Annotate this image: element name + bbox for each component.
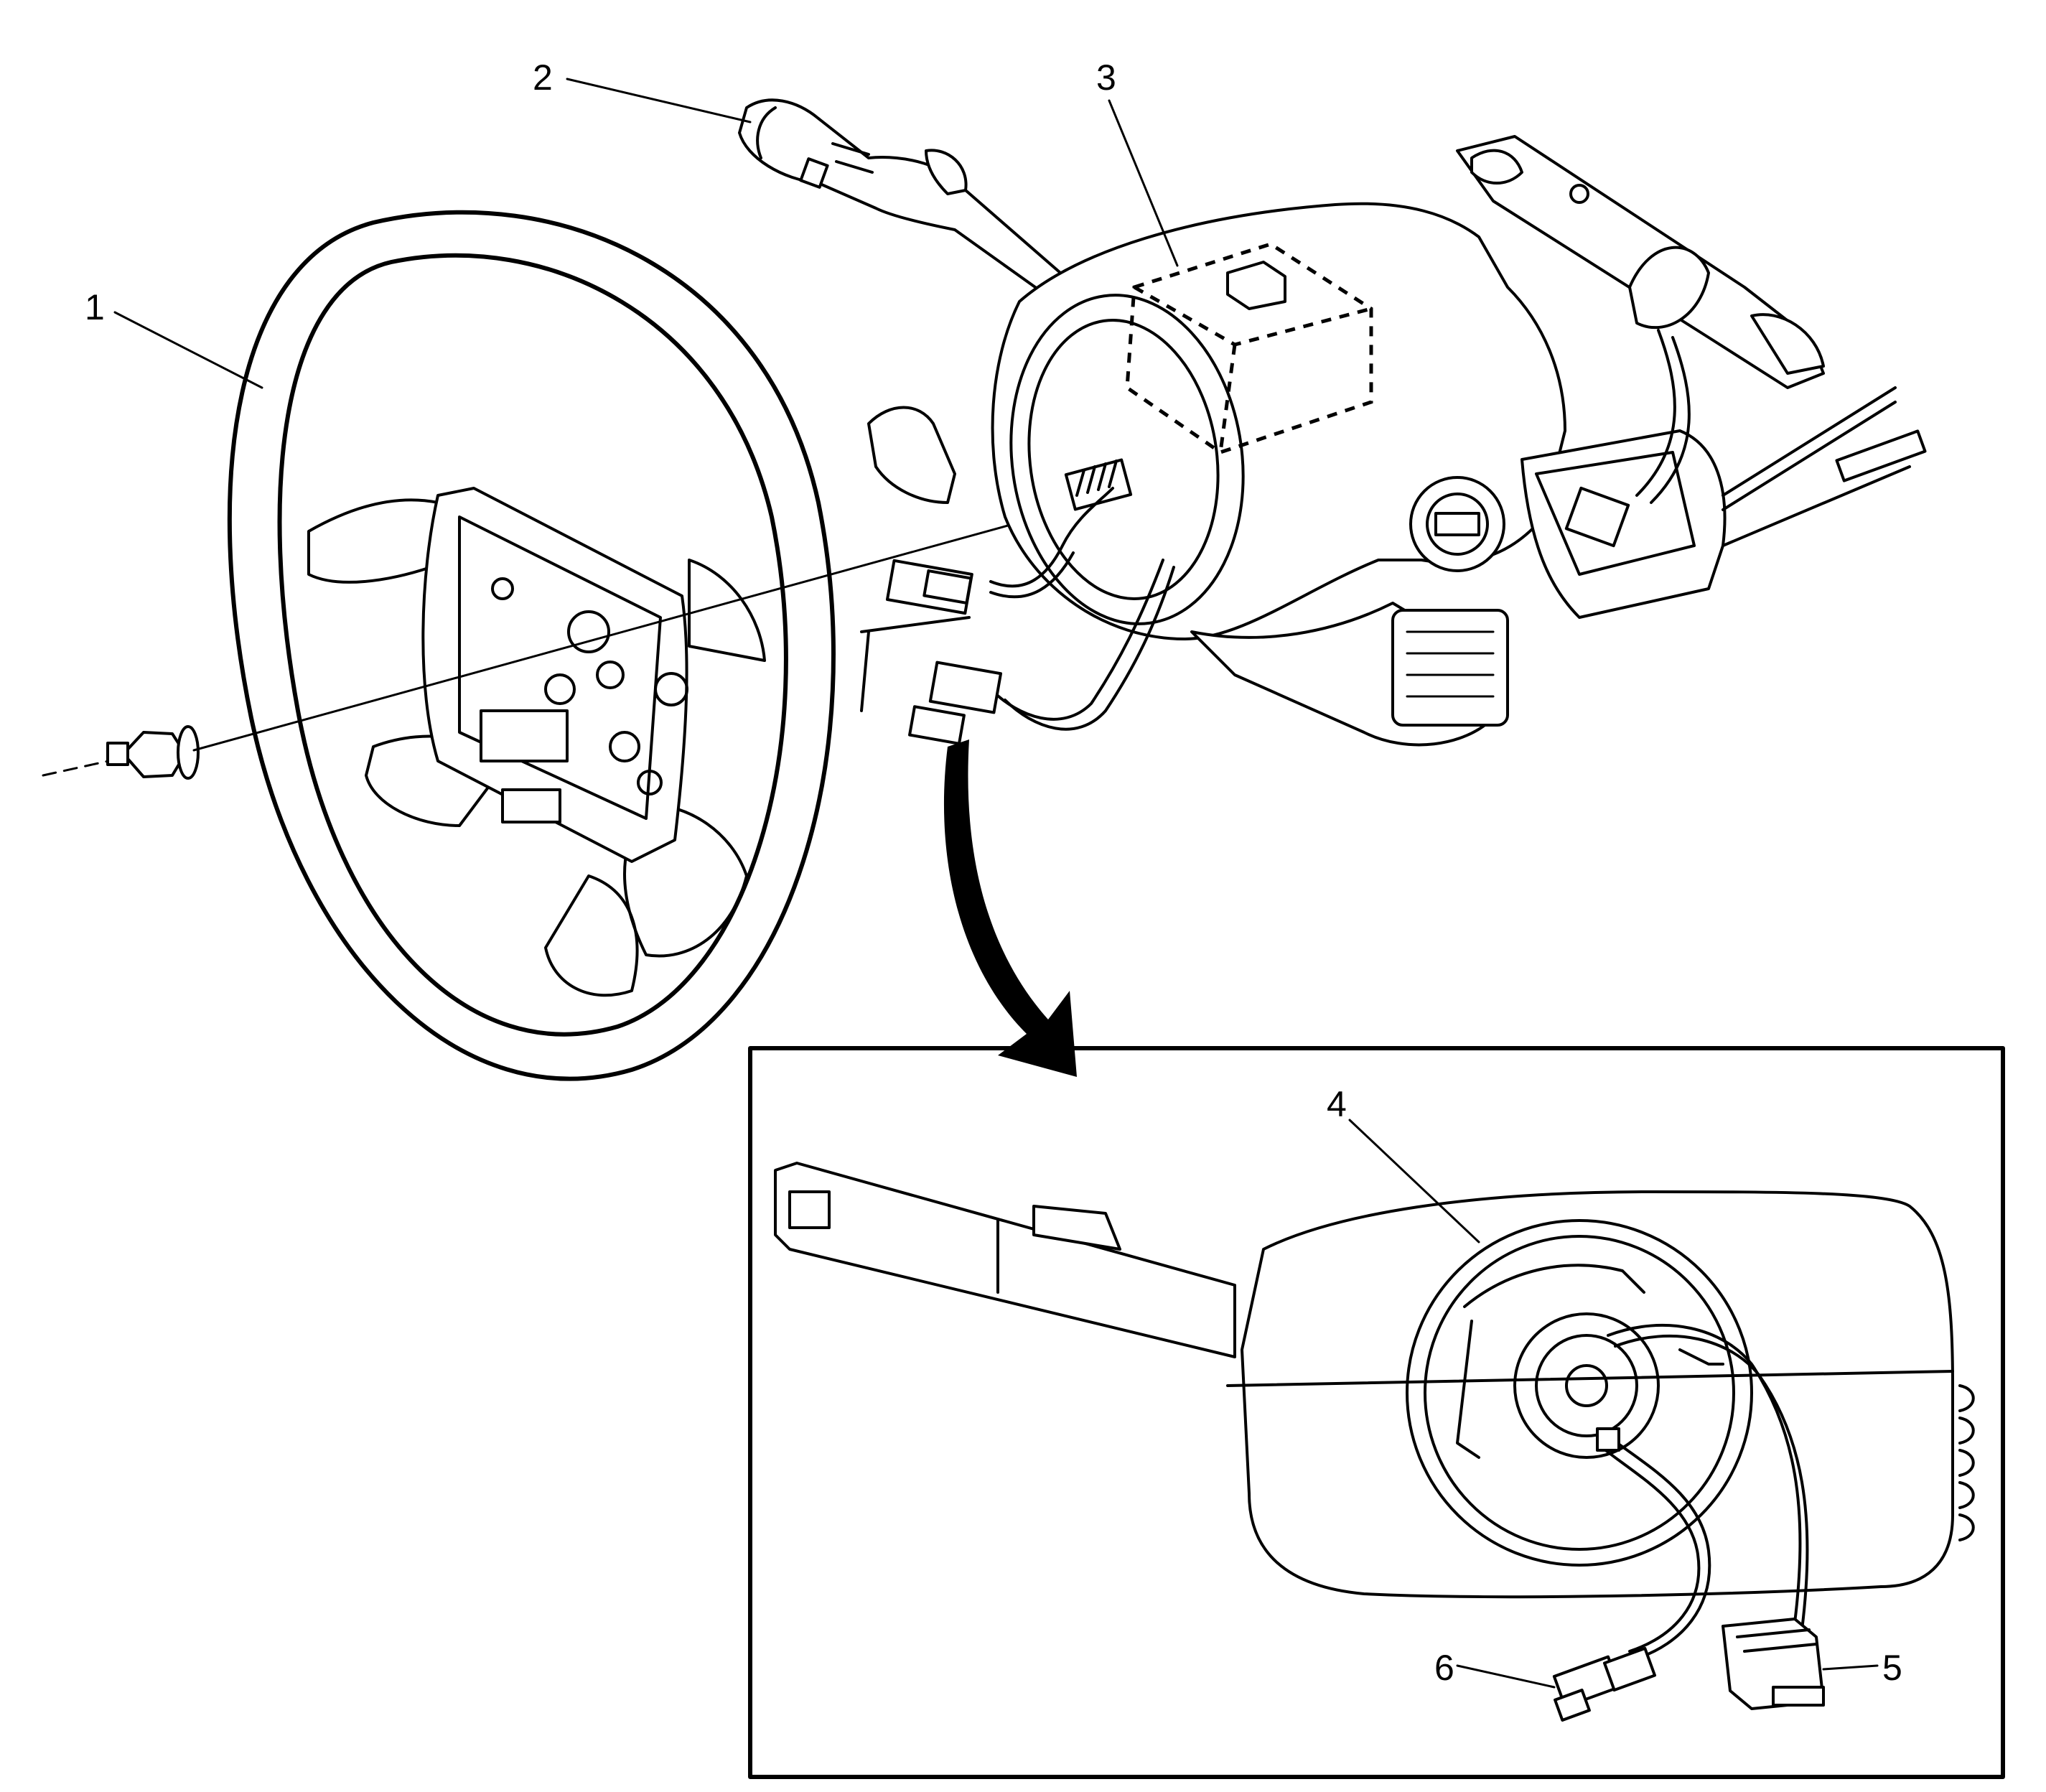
steering-wheel — [227, 210, 836, 1081]
callout-1: 1 — [85, 287, 105, 327]
detail-inset-frame — [748, 1046, 2005, 1779]
detail-inset — [748, 1046, 2005, 1779]
leader-2 — [566, 78, 752, 123]
connector-6 — [1552, 1646, 1657, 1722]
detail-view-arrow — [943, 739, 1077, 1077]
steering-column-housing — [867, 135, 1927, 747]
clockspring-harness — [860, 487, 1175, 745]
callout-leaders — [113, 78, 1879, 1689]
callout-4: 4 — [1327, 1084, 1347, 1124]
steering-wheel-nut — [42, 725, 200, 780]
callout-5: 5 — [1882, 1648, 1902, 1688]
callout-3: 3 — [1096, 57, 1116, 98]
callout-6: 6 — [1434, 1648, 1454, 1688]
leader-1 — [113, 311, 263, 389]
callout-2: 2 — [533, 57, 553, 98]
connector-5 — [1722, 1618, 1825, 1710]
callout-labels: 1 2 3 4 5 6 — [85, 57, 1902, 1688]
leader-4 — [1348, 1119, 1480, 1243]
multifunction-switch-lever — [738, 98, 1078, 303]
steering-shaft-axis — [192, 501, 1093, 752]
leader-6 — [1456, 1664, 1556, 1689]
leader-5 — [1822, 1664, 1879, 1671]
leader-3 — [1108, 99, 1179, 267]
